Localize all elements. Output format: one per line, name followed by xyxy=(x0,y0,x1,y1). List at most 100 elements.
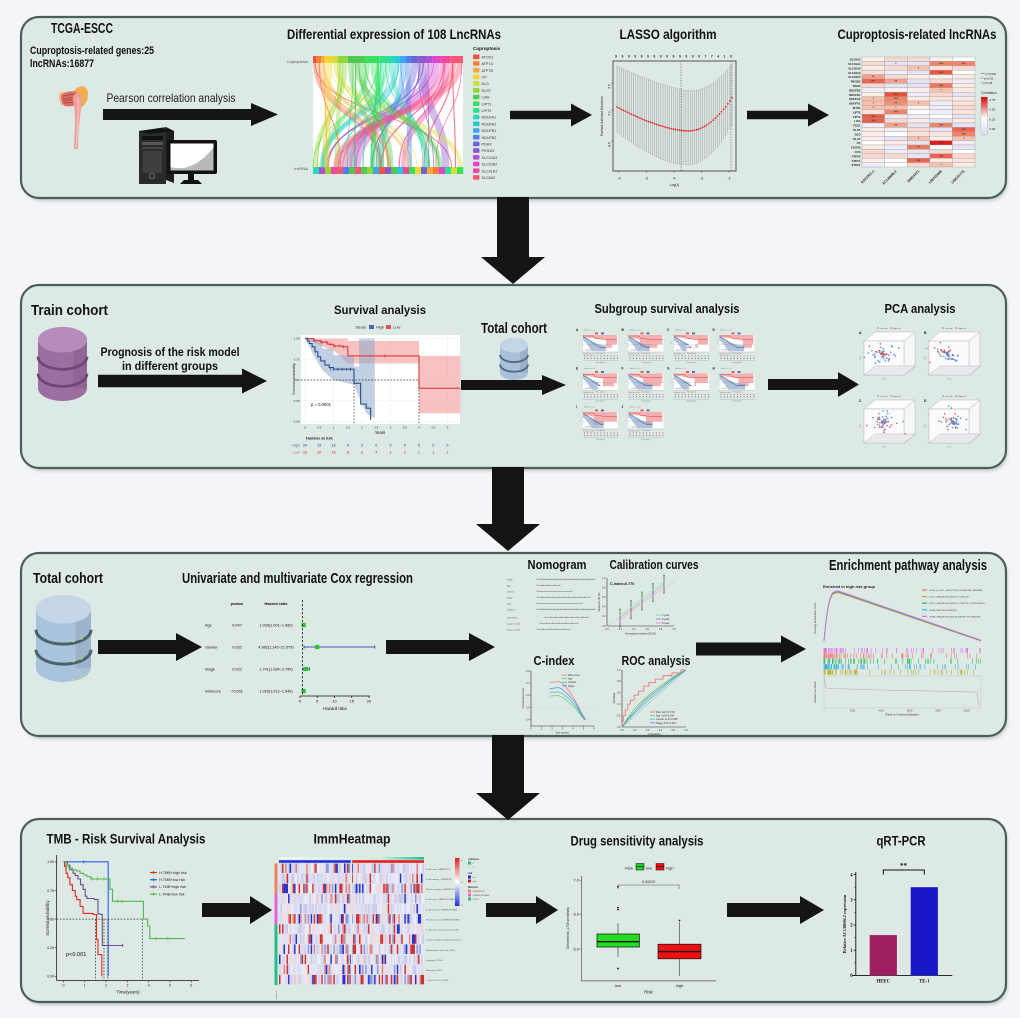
svg-text:Gender: Gender xyxy=(205,646,218,650)
svg-text:9: 9 xyxy=(698,55,700,59)
svg-text:4: 4 xyxy=(418,426,420,430)
svg-text:GOCC_IMMUNOGLOBULIN_COMPLEX: GOCC_IMMUNOGLOBULIN_COMPLEX xyxy=(929,597,969,599)
svg-text:0: 0 xyxy=(447,444,449,448)
svg-text:COX7B: COX7B xyxy=(851,146,861,150)
svg-text:*: * xyxy=(873,102,875,106)
svg-text:***: *** xyxy=(939,124,943,128)
svg-text:0.022: 0.022 xyxy=(232,668,242,672)
svg-text:Time (years): Time (years) xyxy=(596,352,606,355)
svg-text:***: *** xyxy=(871,115,875,119)
svg-text:p<0.05: p<0.05 xyxy=(585,349,590,352)
svg-text:SLC31A1: SLC31A1 xyxy=(848,62,861,66)
svg-text:1.741(1.084~2.795): 1.741(1.084~2.795) xyxy=(259,668,293,672)
svg-text:***: *** xyxy=(939,154,943,158)
svg-text:** p<0.01: ** p<0.01 xyxy=(981,77,994,81)
svg-text:lncRNA: lncRNA xyxy=(294,166,308,171)
svg-text:GOBP_B_CELL_RECEPTOR_SIGNALING: GOBP_B_CELL_RECEPTOR_SIGNALING_PATHWAY xyxy=(929,589,983,592)
svg-text:High risk: High risk xyxy=(958,328,966,330)
svg-text:Prognosis of the risk model: Prognosis of the risk model xyxy=(101,345,240,359)
svg-text:Univariate and multivariate Co: Univariate and multivariate Cox regressi… xyxy=(182,570,413,587)
svg-text:Number at risk: Number at risk xyxy=(674,391,685,394)
svg-text:high: high xyxy=(666,866,674,871)
svg-text:Number at risk: Number at risk xyxy=(720,353,731,356)
svg-text:6: 6 xyxy=(190,984,192,988)
svg-text:Common lymphoid progenitor_XCE: Common lymphoid progenitor_XCELL xyxy=(426,939,462,942)
svg-text:p<0.05: p<0.05 xyxy=(722,349,727,352)
svg-text:1.029(1.012~1.046): 1.029(1.012~1.046) xyxy=(259,690,293,694)
svg-text:High risk: High risk xyxy=(958,396,966,398)
svg-text:CIBERSORT: CIBERSORT xyxy=(473,891,486,893)
svg-text:Hematopoietic stem cell_XCELL: Hematopoietic stem cell_XCELL xyxy=(426,949,457,952)
svg-text:0: 0 xyxy=(304,426,306,430)
svg-text:1: 1 xyxy=(333,426,335,430)
svg-text:Neutrophil_XCELL: Neutrophil_XCELL xyxy=(426,959,444,962)
svg-text:***: *** xyxy=(871,119,875,123)
svg-text:Running Enrichment Score: Running Enrichment Score xyxy=(813,602,817,634)
svg-text:6.0: 6.0 xyxy=(573,946,579,951)
svg-text:3: 3 xyxy=(850,899,853,904)
svg-text:-4: -4 xyxy=(461,905,464,907)
svg-text:Sensitivity: Sensitivity xyxy=(613,692,616,704)
svg-text:NDUFA2: NDUFA2 xyxy=(482,122,497,126)
svg-text:1.00: 1.00 xyxy=(294,337,300,341)
svg-text:***: *** xyxy=(917,159,921,163)
svg-text:1.0: 1.0 xyxy=(602,577,606,580)
svg-text:Time (years): Time (years) xyxy=(641,400,651,403)
svg-text:24: 24 xyxy=(303,444,307,448)
svg-text:1: 1 xyxy=(84,984,86,988)
svg-text:Observed OS (%): Observed OS (%) xyxy=(598,592,601,611)
svg-text:-4: -4 xyxy=(672,177,675,181)
svg-text:0.5: 0.5 xyxy=(526,706,530,709)
svg-text:5: 5 xyxy=(583,728,585,731)
svg-text:2.5: 2.5 xyxy=(374,426,378,430)
svg-text:FDX1: FDX1 xyxy=(853,124,861,128)
svg-text:S: S xyxy=(580,381,582,382)
svg-text:*: * xyxy=(918,137,920,141)
svg-text:J: J xyxy=(622,405,624,409)
svg-text:NDUFB1: NDUFB1 xyxy=(482,129,497,133)
svg-text:SLC23A2: SLC23A2 xyxy=(848,71,861,75)
svg-text:Low: Low xyxy=(393,325,400,330)
svg-text:0.4: 0.4 xyxy=(602,606,606,609)
svg-text:T cell CD4+ central memory_XCE: T cell CD4+ central memory_XCELL xyxy=(426,929,460,932)
svg-text:Hazard ratio: Hazard ratio xyxy=(323,706,347,711)
svg-text:0: 0 xyxy=(461,882,463,884)
svg-text:9: 9 xyxy=(685,55,687,59)
svg-text:Stage, AUC=0.610: Stage, AUC=0.610 xyxy=(656,722,677,725)
svg-text:LIPT1: LIPT1 xyxy=(853,115,861,119)
svg-text:Survival analysis: Survival analysis xyxy=(334,305,426,317)
svg-text:Enrichment pathway analysis: Enrichment pathway analysis xyxy=(829,557,987,574)
svg-text:Number at risk: Number at risk xyxy=(583,353,594,356)
svg-text:DLD: DLD xyxy=(855,132,861,136)
svg-text:p<0.001: p<0.001 xyxy=(66,952,86,958)
svg-text:Calibration curves: Calibration curves xyxy=(610,558,699,572)
svg-text:**: ** xyxy=(895,102,898,106)
svg-text:0: 0 xyxy=(850,974,853,979)
svg-text:0: 0 xyxy=(390,444,392,448)
svg-text:9: 9 xyxy=(653,55,655,59)
svg-text:10000: 10000 xyxy=(963,710,970,713)
svg-text:NDUFB2: NDUFB2 xyxy=(482,136,497,140)
svg-text:F: F xyxy=(622,367,624,371)
svg-text:Time (years): Time (years) xyxy=(641,391,651,394)
svg-text:LIAS: LIAS xyxy=(482,96,491,100)
svg-text:6: 6 xyxy=(473,863,475,865)
svg-text:1: 1 xyxy=(724,55,726,59)
svg-text:0.2: 0.2 xyxy=(619,628,623,631)
svg-text:-2: -2 xyxy=(727,177,730,181)
svg-text:9: 9 xyxy=(628,55,630,59)
svg-text:Points: Points xyxy=(507,579,513,582)
svg-text:***: *** xyxy=(894,97,898,101)
svg-text:Time (years): Time (years) xyxy=(596,429,606,432)
svg-text:TMB - Risk Survival Analysis: TMB - Risk Survival Analysis xyxy=(47,832,206,847)
svg-text:p<0.05: p<0.05 xyxy=(631,349,636,352)
svg-text:B cell memory_CIBERSORT-ABS: B cell memory_CIBERSORT-ABS xyxy=(426,908,458,911)
svg-text:qRT-PCR: qRT-PCR xyxy=(877,834,926,849)
svg-text:Time (years): Time (years) xyxy=(596,361,606,364)
svg-text:I: I xyxy=(576,405,577,409)
svg-text:9: 9 xyxy=(634,55,636,59)
svg-text:LIAS: LIAS xyxy=(854,119,861,123)
svg-text:Age, AUC=0.634: Age, AUC=0.634 xyxy=(656,715,675,718)
svg-text:2: 2 xyxy=(850,924,853,929)
svg-text:Gender: Gender xyxy=(507,592,514,594)
